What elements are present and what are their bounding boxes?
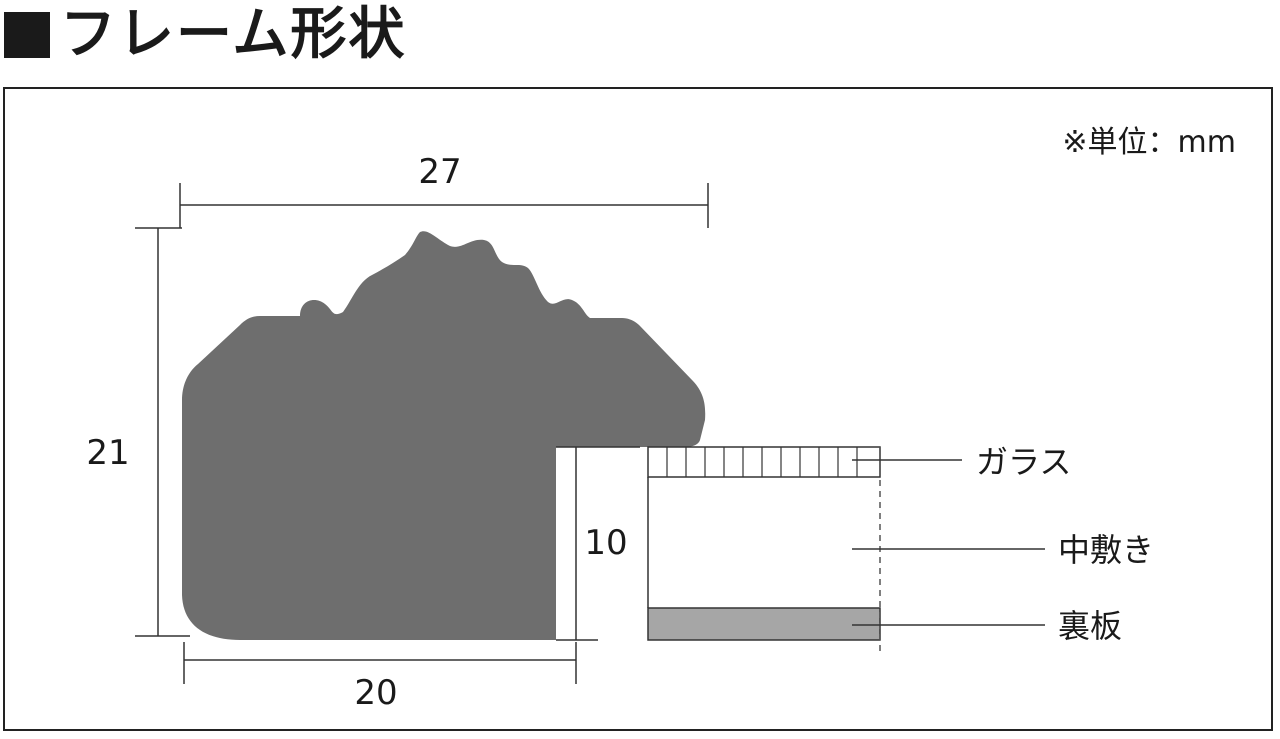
page-title: フレーム形状: [60, 2, 407, 67]
dimension-label-bottom: 20: [354, 673, 397, 713]
dimension-top: 27: [179, 152, 709, 228]
glass-rect: [647, 446, 881, 478]
dimension-label-left: 21: [86, 433, 129, 473]
dimension-label-rebate: 10: [584, 523, 627, 563]
frame-profile-shape: [182, 231, 706, 640]
dimension-bottom: 20: [183, 642, 577, 713]
dimension-label-top: 27: [418, 152, 461, 192]
black-square-icon: [4, 12, 50, 58]
glass-hatching: [666, 447, 858, 477]
glass-layer: [647, 446, 881, 478]
label-glass: ガラス: [976, 443, 1071, 481]
dimension-left: 21: [86, 227, 190, 637]
dimension-rebate: 10: [556, 446, 640, 641]
unit-note: ※単位：mm: [1062, 125, 1236, 160]
label-mat: 中敷き: [1058, 531, 1154, 569]
page-heading: フレーム形状: [4, 0, 406, 70]
backboard-rect: [647, 607, 881, 641]
diagram-border: [3, 87, 1273, 731]
label-backboard: 裏板: [1058, 607, 1122, 645]
